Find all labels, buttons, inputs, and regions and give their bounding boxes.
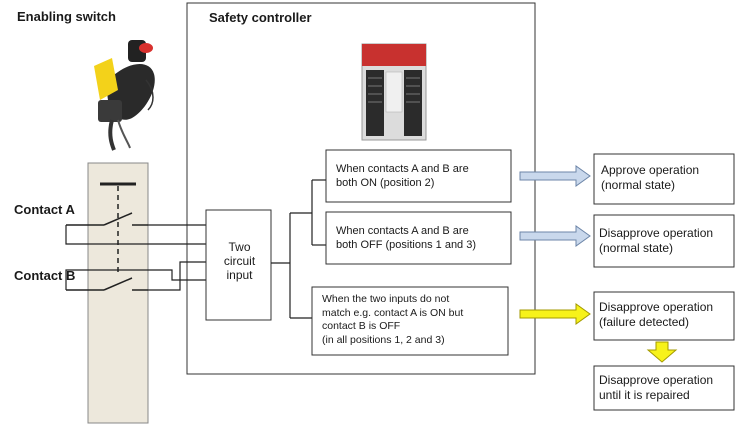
result-box-4 xyxy=(593,365,735,411)
result-box-1 xyxy=(593,153,735,205)
enabling-switch-label: Enabling switch xyxy=(17,9,116,24)
result-text-3: Disapprove operation (failure detected) xyxy=(599,300,714,329)
switch-contacts xyxy=(66,182,148,291)
two-circuit-input-box xyxy=(205,209,272,321)
branch-lines xyxy=(271,179,326,319)
arrow-disapprove-normal xyxy=(519,225,591,247)
safety-controller-label: Safety controller xyxy=(209,10,312,25)
result-box-3 xyxy=(593,291,735,341)
switch-panel xyxy=(87,162,149,424)
input-wires xyxy=(65,224,206,291)
safety-controller-image xyxy=(361,43,427,141)
condition-box-2 xyxy=(325,211,512,265)
enabling-switch-image xyxy=(94,40,155,151)
safety-controller-box xyxy=(186,2,536,375)
result-text-4: Disapprove operation until it is repaire… xyxy=(599,373,714,402)
condition-text-2: When contacts A and B are both OFF (posi… xyxy=(336,225,477,251)
contact-a-label: Contact A xyxy=(14,202,75,217)
contact-b-label: Contact B xyxy=(14,268,76,283)
arrow-failure xyxy=(519,303,591,325)
condition-box-3 xyxy=(311,286,509,356)
condition-text-1: When contacts A and B are both ON (posit… xyxy=(336,163,469,189)
result-text-2: Disapprove operation (normal state) xyxy=(599,226,714,255)
condition-box-1 xyxy=(325,149,512,203)
condition-text-3: When the two inputs do not match e.g. co… xyxy=(322,293,464,346)
result-box-2 xyxy=(593,214,735,268)
arrow-down-repair xyxy=(646,341,678,363)
arrow-approve xyxy=(519,165,591,187)
two-circuit-input-text: Two circuit input xyxy=(223,240,256,282)
result-text-1: Approve operation (normal state) xyxy=(601,163,700,192)
